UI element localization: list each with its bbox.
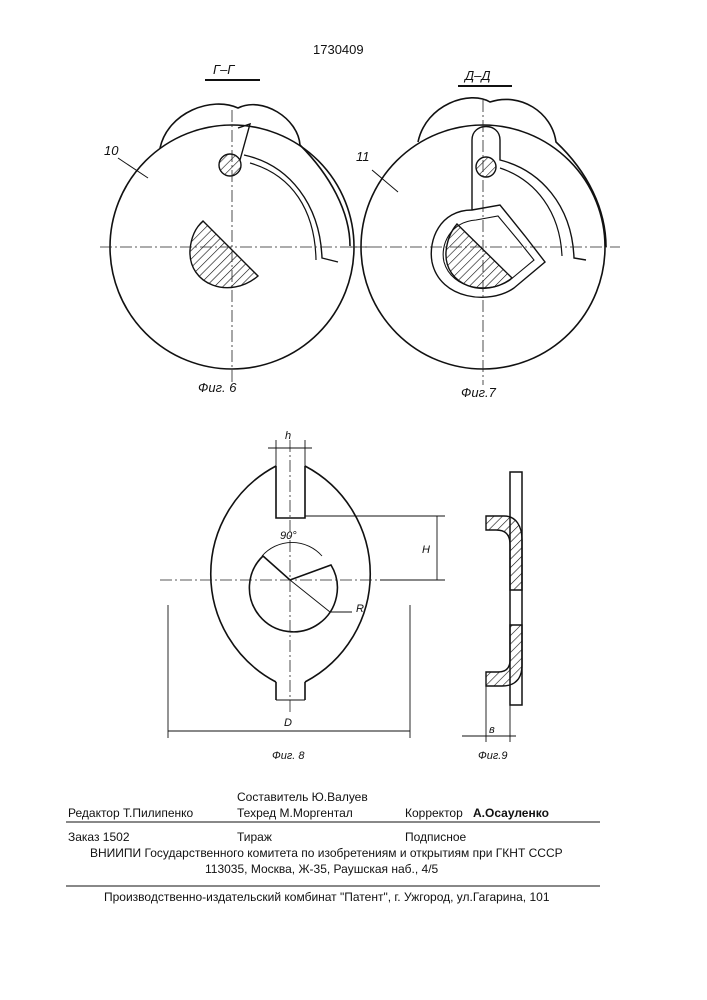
fig6-section-label: Г–Г	[213, 62, 234, 77]
fig9-caption: Фиг.9	[478, 750, 507, 762]
figure-7-drawing	[361, 98, 606, 369]
fig7-part-label: 11	[356, 149, 370, 164]
fig9-dim-b: в	[489, 724, 495, 736]
patent-number: 1730409	[313, 42, 364, 57]
fig6-shaft-section	[190, 221, 258, 288]
footer-techeditor: Техред М.Моргентал	[237, 806, 353, 820]
fig6-pin-section	[219, 154, 241, 176]
fig8-dim-h: h	[285, 430, 291, 442]
fig8-centerlines	[160, 440, 420, 715]
fig6-centerlines	[100, 110, 370, 385]
footer-institute-line2: 113035, Москва, Ж-35, Раушская наб., 4/5	[205, 862, 438, 876]
fig7-caption: Фиг.7	[461, 385, 496, 400]
footer-publisher: Производственно-издательский комбинат "П…	[104, 890, 550, 904]
footer-subscription: Подписное	[405, 830, 466, 844]
footer-order: Заказ 1502	[68, 830, 130, 844]
fig8-angle: 90°	[280, 530, 297, 542]
footer-corrector-label: Корректор	[405, 806, 463, 820]
fig7-centerlines	[350, 100, 620, 385]
fig8-dim-H: H	[422, 544, 430, 556]
fig8-dimensions	[168, 440, 445, 738]
footer-circulation: Тираж	[237, 830, 272, 844]
footer-compiler: Составитель Ю.Валуев	[237, 790, 368, 804]
fig6-part-label: 10	[104, 143, 118, 158]
figure-8-drawing	[211, 466, 371, 700]
fig8-dim-R: R	[356, 603, 364, 615]
fig7-shaft-section	[446, 224, 512, 288]
fig8-dim-D: D	[284, 717, 292, 729]
fig7-pin-section	[476, 157, 496, 177]
fig7-section-label: Д–Д	[465, 68, 491, 83]
footer-institute-line1: ВНИИПИ Государственного комитета по изоб…	[90, 846, 563, 860]
footer-corrector-name: А.Осауленко	[473, 806, 549, 820]
fig9-lower-section	[486, 625, 522, 686]
fig8-caption: Фиг. 8	[272, 750, 305, 762]
fig6-caption: Фиг. 6	[198, 380, 236, 395]
footer-editor: Редактор Т.Пилипенко	[68, 806, 193, 820]
fig9-upper-section	[486, 516, 522, 590]
